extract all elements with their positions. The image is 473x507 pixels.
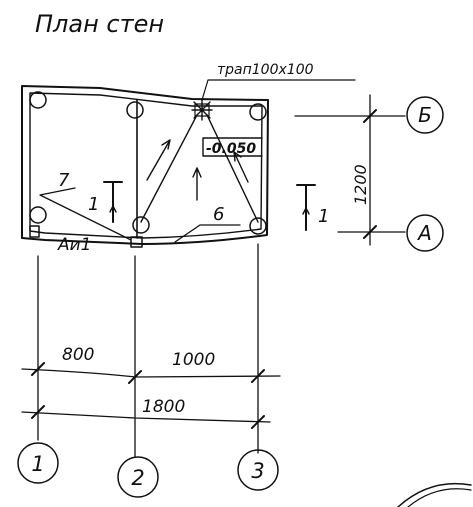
column-circle	[29, 91, 47, 109]
dimension-800: 800	[62, 345, 94, 365]
svg-text:1: 1	[318, 206, 329, 227]
section-mark-left: 1	[88, 181, 123, 223]
plan-title: План стен	[35, 10, 164, 38]
svg-text:3: 3	[251, 459, 264, 483]
callout-6: 6	[213, 204, 224, 225]
svg-text:-0.050: -0.050	[206, 141, 256, 157]
dimension-line-overall	[21, 405, 271, 429]
callout-7-leader	[39, 187, 132, 241]
dimension-vertical: 1200	[351, 164, 370, 205]
section-mark-right: 1	[296, 184, 329, 231]
level-mark: -0.050	[202, 137, 263, 157]
drain-label: трап100х100	[217, 62, 314, 78]
svg-text:Б: Б	[418, 103, 432, 127]
outer-walls	[21, 85, 269, 245]
drain-leader	[201, 79, 356, 101]
column-circle	[132, 216, 150, 234]
dimension-1000: 1000	[172, 350, 215, 370]
slope-lines	[140, 114, 259, 223]
axis-lines-horizontal	[294, 94, 406, 246]
axis-bubble-2: 2	[117, 456, 159, 498]
axis-lines-vertical	[37, 243, 259, 458]
column-circle	[29, 206, 47, 224]
ai-label: Аи1	[57, 235, 92, 255]
corner-post	[130, 236, 143, 248]
column-circle	[126, 101, 144, 119]
axis-bubble-3: 3	[237, 449, 279, 491]
dimension-1800: 1800	[142, 397, 185, 417]
svg-text:1: 1	[31, 452, 44, 476]
callout-6-leader	[174, 224, 241, 243]
dimension-line-spans	[21, 362, 281, 384]
axis-bubble-1: 1	[17, 442, 59, 484]
axis-bubble-b: Б	[406, 96, 444, 134]
columns	[29, 91, 267, 235]
axis-bubble-a: А	[406, 214, 444, 252]
svg-text:А: А	[416, 221, 432, 245]
callout-7: 7	[58, 170, 70, 191]
corner-arc-fragment	[397, 482, 472, 507]
corner-post	[29, 225, 40, 238]
svg-text:1: 1	[88, 194, 99, 215]
column-circle	[249, 217, 267, 235]
drain-symbol	[191, 99, 213, 121]
column-circle	[249, 103, 267, 121]
svg-text:2: 2	[131, 466, 144, 490]
